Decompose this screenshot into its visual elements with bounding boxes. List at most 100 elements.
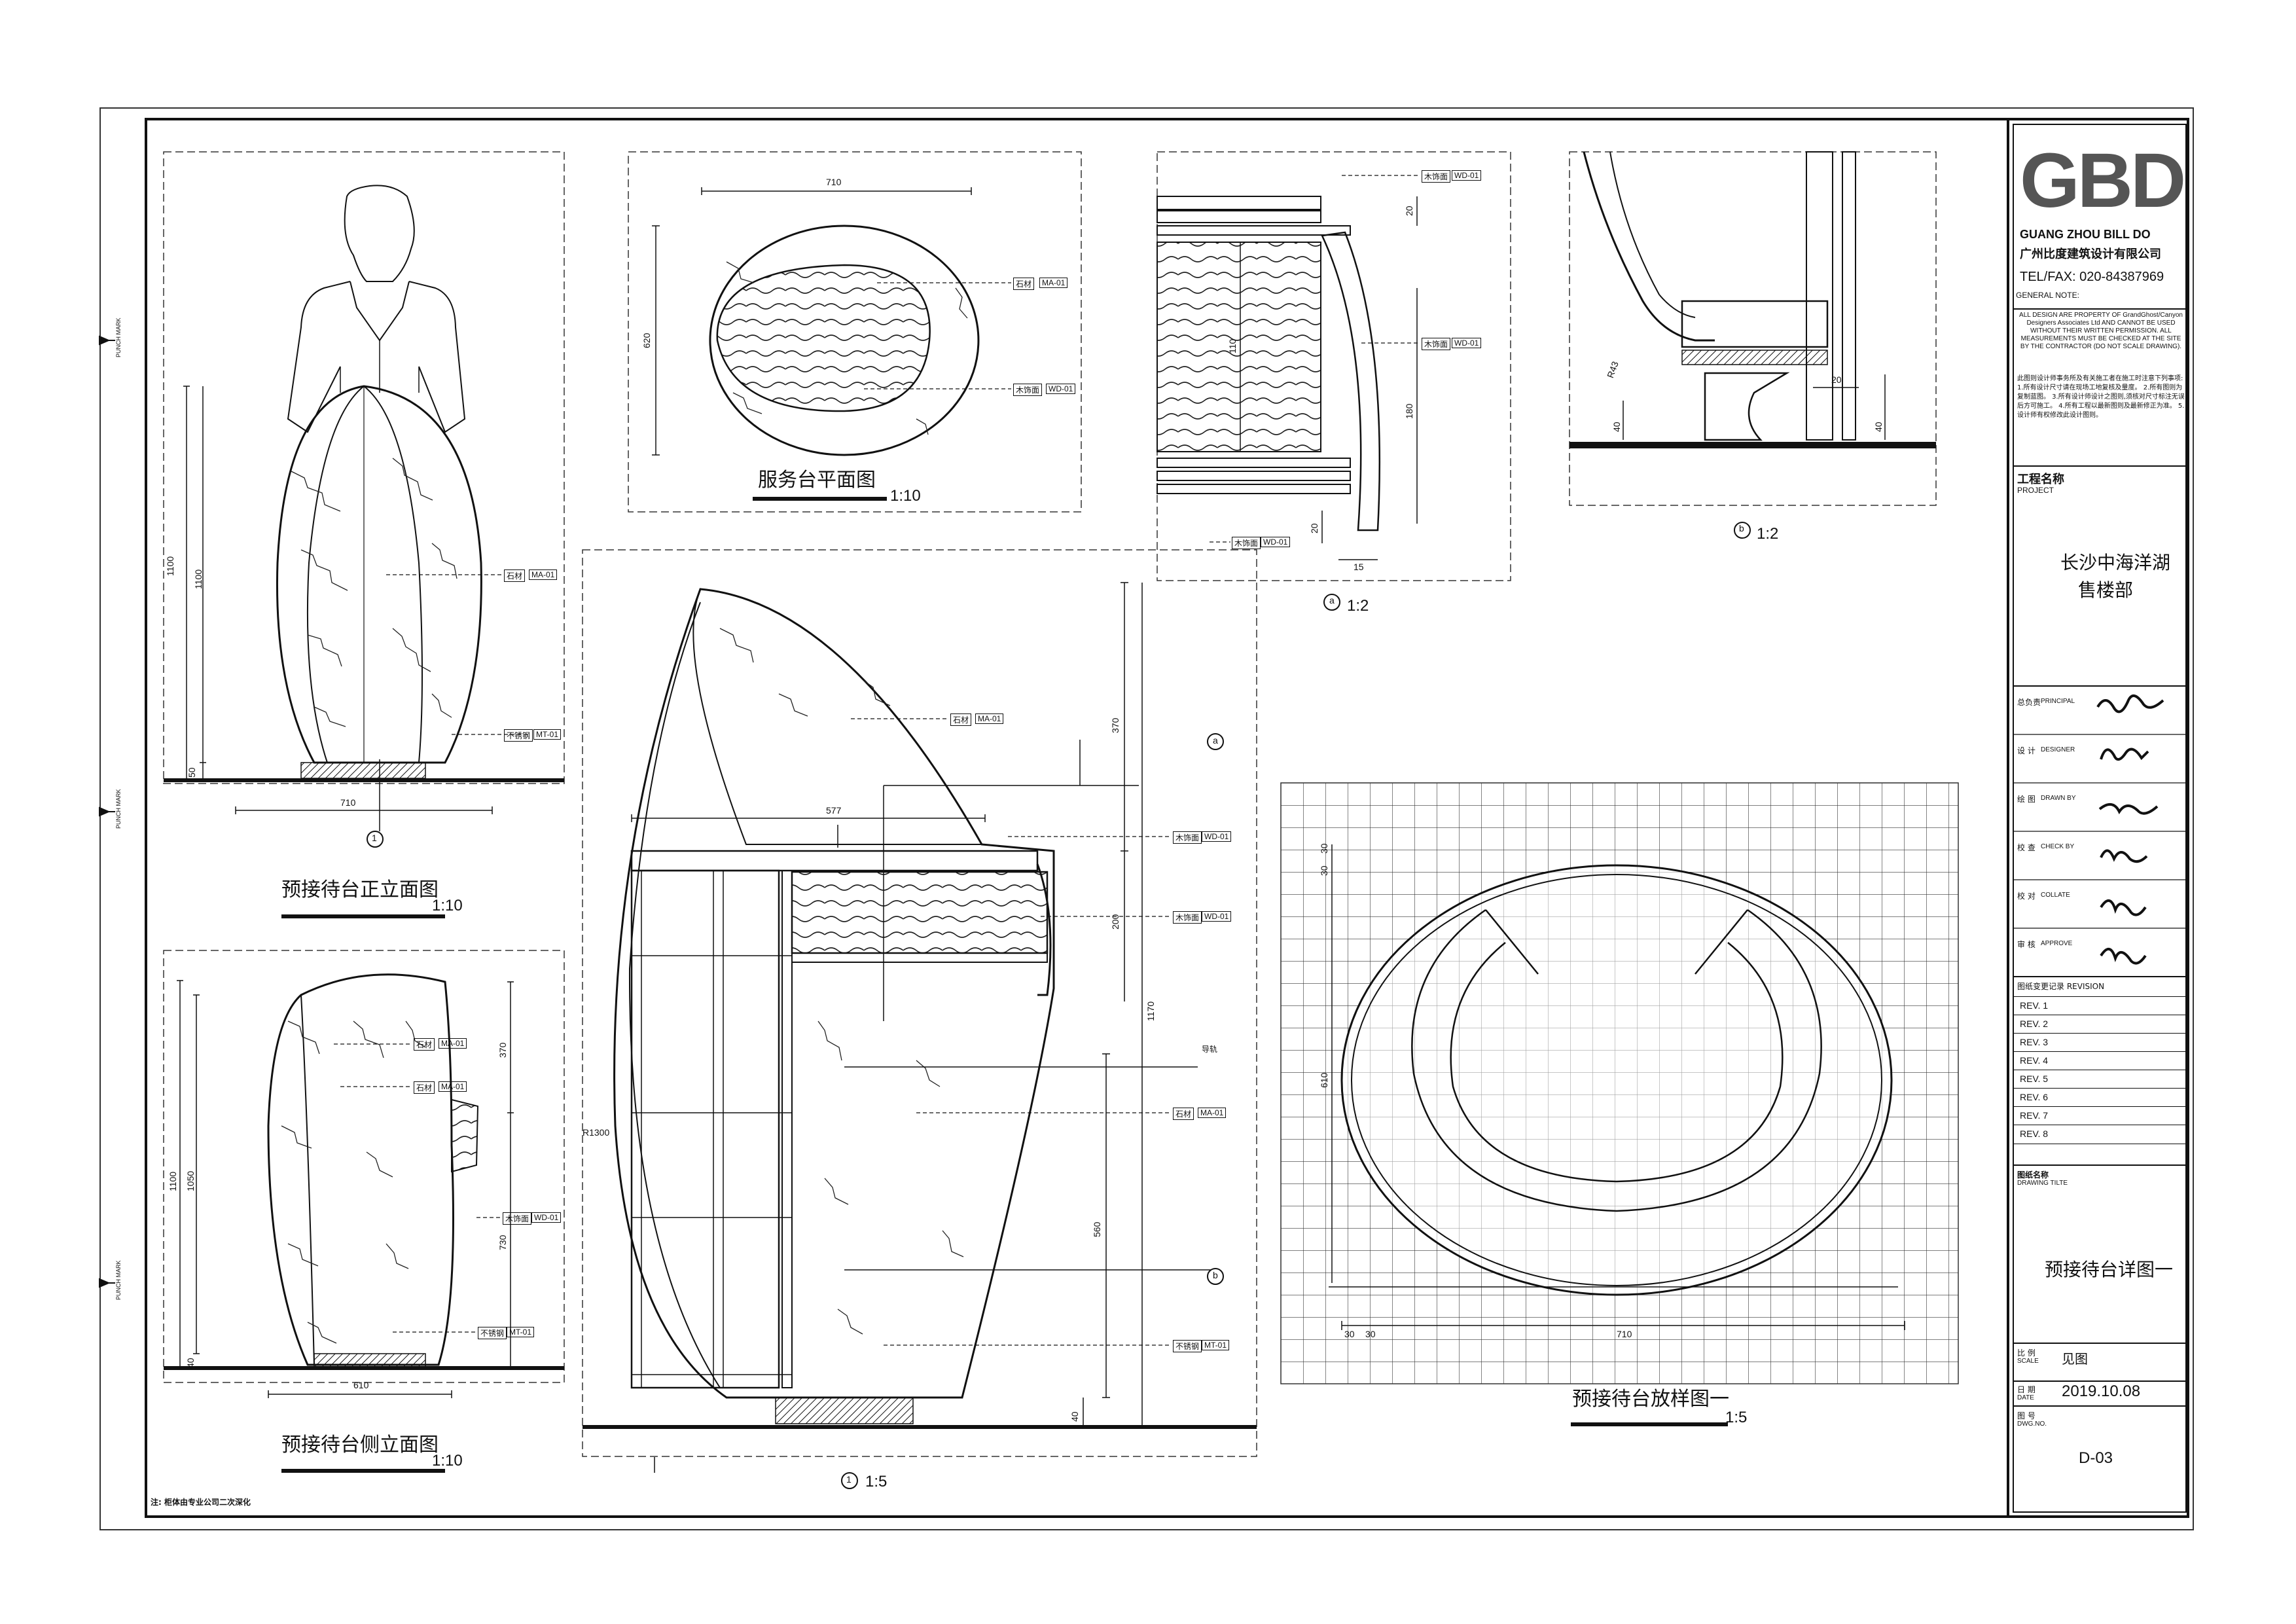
section-dim-370: 370 [1110,717,1121,733]
detail-a-marker: a [1329,595,1335,605]
outer-border [99,107,2194,1530]
side-dim-1050: 1050 [185,1170,196,1191]
plan-view [628,151,1082,513]
drawing-title: 预接待台详图一 [2045,1259,2174,1280]
revision-row: REV. 5 [2013,1070,2186,1089]
side-tag-stone-1: 石材 [414,1038,435,1051]
scale-label-cn: 比 例 [2017,1348,2036,1358]
side-tag-steel: 不锈钢 [478,1327,507,1339]
revision-row: REV. 1 [2013,996,2186,1015]
detail-a-dim-180: 180 [1404,403,1414,419]
front-elevation-title: 预接待台正立面图 [281,878,439,901]
template-title: 预接待台放样图一 [1572,1388,1729,1411]
plan-tag-ma01: MA-01 [1039,278,1068,288]
front-tag-steel: 不锈钢 [504,729,533,742]
section-tag-stone-1: 石材 [950,713,972,726]
section-tag-wd01-2: WD-01 [1202,911,1232,922]
plan-tag-stone: 石材 [1013,278,1035,290]
drawing-title-label-cn: 图纸名称 [2017,1170,2049,1180]
section-tag-ma01-2: MA-01 [1198,1108,1227,1118]
front-elevation-scale: 1:10 [432,897,463,914]
front-tag-ma01: MA-01 [529,569,558,580]
section-marker: 1 [846,1474,852,1485]
revision-row: REV. 8 [2013,1125,2186,1144]
detail-a-tag-wood-1: 木饰面 [1422,170,1451,183]
project-label-cn: 工程名称 [2017,473,2064,486]
company-name-cn: 广州比度建筑设计有限公司 [2020,247,2161,261]
side-elevation-scale: 1:10 [432,1452,463,1470]
section-tag-wood-1: 木饰面 [1173,831,1202,844]
detail-a-scale: 1:2 [1347,597,1369,615]
section-tag-steel: 不锈钢 [1173,1340,1202,1352]
section-dim-560: 560 [1092,1221,1102,1237]
side-dim-1100: 1100 [168,1171,178,1191]
detail-a-dim-20: 20 [1404,206,1414,216]
detail-b-view [1569,151,1937,539]
front-dim-1100b: 1100 [193,569,204,589]
side-tag-ma01-1: MA-01 [439,1038,467,1049]
role-designer-en: DESIGNER [2041,746,2075,753]
punch-mark-label: PUNCH MARK [115,789,122,829]
plan-tag-wd01: WD-01 [1046,384,1076,394]
side-dim-610: 610 [353,1380,369,1390]
section-dim-1170: 1170 [1145,1001,1156,1021]
section-dim-577: 577 [826,805,842,816]
role-approve-cn: 审 核 [2017,940,2036,949]
revision-row: REV. 4 [2013,1051,2186,1070]
section-tag-ma01-1: MA-01 [975,713,1004,724]
role-approve-en: APPROVE [2041,940,2073,947]
front-tag-stone: 石材 [504,569,526,582]
section-callout-b: b [1213,1270,1218,1280]
dwg-label-cn: 图 号 [2017,1411,2036,1420]
role-check-cn: 校 查 [2017,843,2036,852]
template-dim-710: 710 [1617,1329,1632,1339]
section-tag-wood-2: 木饰面 [1173,911,1202,924]
detail-a-tag-wood-2: 木饰面 [1422,338,1451,350]
plan-title: 服务台平面图 [758,469,876,492]
dwg-label-en: DWG.NO. [2017,1420,2047,1428]
general-note-label: GENERAL NOTE: [2016,291,2079,300]
side-elevation-view [163,950,565,1473]
revision-row: REV. 7 [2013,1106,2186,1125]
plan-tag-wood: 木饰面 [1013,384,1043,396]
scale-label-en: SCALE [2017,1358,2039,1365]
general-note-en: ALL DESIGN ARE PROPERTY OF GrandGhost/Ca… [2019,312,2183,350]
section-scale: 1:5 [865,1473,888,1490]
role-collate-en: COLLATE [2041,892,2070,899]
side-elevation-title: 预接待台侧立面图 [281,1434,439,1456]
detail-a-tag-wd01-2: WD-01 [1452,338,1482,348]
front-dim-50: 50 [187,767,197,778]
detail-a-tag-wood-3: 木饰面 [1232,537,1261,549]
front-elevation-view [163,151,565,918]
role-designer-cn: 设 计 [2017,746,2036,755]
detail-a-tag-wd01-1: WD-01 [1452,170,1482,181]
section-view [582,549,1257,1489]
date-value: 2019.10.08 [2062,1382,2141,1400]
dwg-value: D-03 [2079,1449,2113,1467]
date-label-cn: 日 期 [2017,1385,2036,1394]
drawing-title-label-en: DRAWING TILTE [2017,1180,2068,1187]
role-collate-cn: 校 对 [2017,892,2036,901]
plan-dim-620: 620 [641,333,652,348]
date-label-en: DATE [2017,1394,2034,1401]
side-tag-ma01-2: MA-01 [439,1081,467,1092]
template-dim-30d: 30 [1365,1329,1376,1339]
section-tag-mt01: MT-01 [1202,1340,1230,1350]
revision-row: REV. 6 [2013,1088,2186,1107]
role-check-en: CHECK BY [2041,843,2075,850]
detail-a-view [1157,151,1511,611]
signatures [2096,695,2164,965]
plan-scale: 1:10 [890,487,921,505]
side-tag-wood: 木饰面 [503,1212,532,1225]
revision-row: REV. 3 [2013,1033,2186,1052]
side-tag-mt01: MT-01 [507,1327,535,1337]
punch-mark-label: PUNCH MARK [115,317,122,357]
section-dim-200: 200 [1110,914,1121,929]
role-principal-cn: 总负责 [2017,698,2041,707]
side-dim-40: 40 [185,1358,196,1368]
section-dim-r1300: R1300 [583,1127,610,1138]
company-tel: TEL/FAX: 020-84387969 [2020,270,2164,284]
section-dim-40: 40 [1069,1411,1080,1422]
template-dim-610: 610 [1319,1072,1329,1088]
